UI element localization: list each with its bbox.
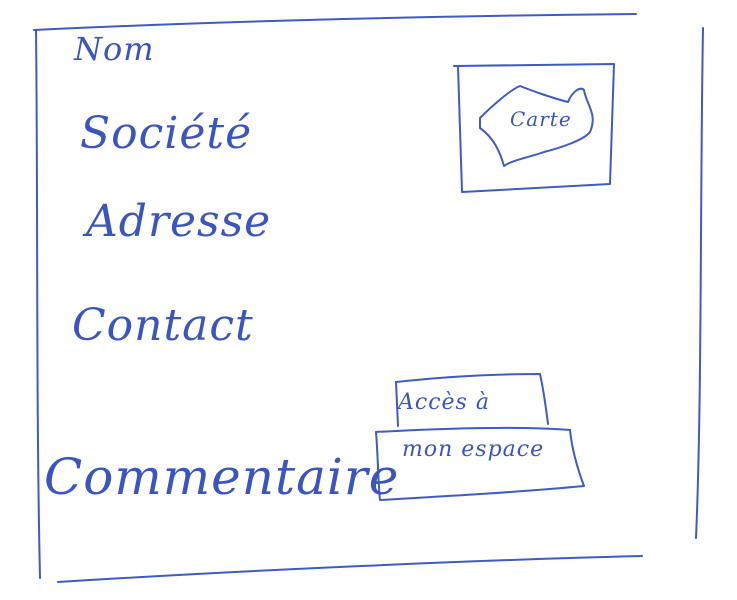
access-button-label-line2: mon espace — [402, 437, 545, 462]
frame-right-line — [695, 27, 704, 539]
field-label-adresse: Adresse — [86, 196, 272, 247]
field-label-contact: Contact — [72, 300, 254, 351]
access-button-bottom-box — [375, 429, 585, 501]
map-box — [453, 63, 615, 193]
map-shape-outline — [479, 85, 594, 167]
frame-left-line — [35, 29, 41, 579]
access-button-middle-line — [375, 426, 571, 433]
frame-bottom-line — [57, 555, 643, 583]
field-label-societe: Société — [80, 108, 253, 159]
access-button-label-line1: Accès à — [398, 390, 490, 415]
access-button-left-top — [395, 381, 399, 427]
access-button-top-border — [395, 373, 549, 425]
field-label-commentaire: Commentaire — [44, 448, 400, 506]
frame-top-line — [33, 13, 637, 31]
map-label: Carte — [510, 107, 572, 131]
field-label-nom: Nom — [74, 30, 155, 68]
